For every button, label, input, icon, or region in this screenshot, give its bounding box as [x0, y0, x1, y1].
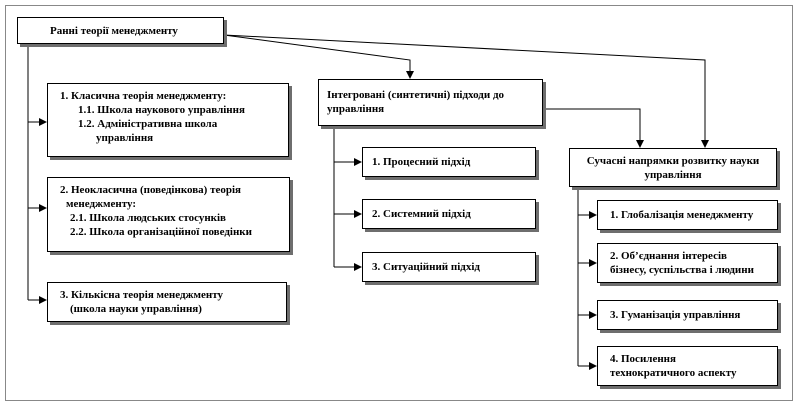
technocratic-line-2: технократичного аспекту: [610, 367, 737, 379]
globalization-label: 1. Глобалізація менеджменту: [610, 209, 754, 221]
modern-title-line-1: Сучасні напрямки розвитку науки: [586, 155, 760, 167]
globalization-box: 1. Глобалізація менеджменту: [597, 200, 778, 230]
interest-union-line-2: бізнесу, суспільства і людини: [610, 264, 754, 276]
neoclassical-line-1: 2. Неокласична (поведінкова) теорія: [60, 184, 242, 196]
interest-union-box: 2. Об’єднання інтересів бізнесу, суспіль…: [597, 243, 778, 283]
root-box: Ранні теорії менеджменту: [17, 17, 224, 44]
integrated-title-line-2: управління: [327, 103, 385, 115]
classical-theory-box: 1. Класична теорія менеджменту: 1.1. Шко…: [47, 83, 289, 157]
quantitative-theory-box: 3. Кількісна теорія менеджменту (школа н…: [47, 282, 287, 322]
diagram-frame: [5, 5, 793, 401]
neoclassical-line-2: менеджменту:: [66, 198, 136, 210]
process-approach-box: 1. Процесний підхід: [362, 147, 536, 177]
humanization-box: 3. Гуманізація управління: [597, 300, 778, 330]
technocratic-line-1: 4. Посилення: [610, 353, 676, 365]
arrow-root-to-modern: [223, 34, 709, 148]
arrow-root-to-integrated: [223, 34, 414, 79]
classical-line-4: управління: [96, 132, 154, 144]
modern-title-line-2: управління: [644, 169, 702, 181]
humanization-label: 3. Гуманізація управління: [610, 309, 741, 321]
root-title: Ранні теорії менеджменту: [50, 25, 178, 37]
classical-line-3: 1.2. Адміністративна школа: [78, 118, 218, 130]
neoclassical-theory-box: 2. Неокласична (поведінкова) теорія мене…: [47, 177, 290, 252]
system-approach-label: 2. Системний підхід: [372, 208, 471, 220]
integrated-title-line-1: Інтегровані (синтетичні) підходи до: [327, 89, 505, 101]
situational-approach-box: 3. Ситуаційний підхід: [362, 252, 536, 282]
neoclassical-line-3: 2.1. Школа людських стосунків: [70, 212, 226, 224]
neoclassical-line-4: 2.2. Школа організаційної поведінки: [70, 226, 252, 238]
quantitative-line-1: 3. Кількісна теорія менеджменту: [60, 289, 224, 301]
process-approach-label: 1. Процесний підхід: [372, 156, 471, 168]
integrated-approaches-box: Інтегровані (синтетичні) підходи до упра…: [318, 79, 543, 126]
classical-line-2: 1.1. Школа наукового управління: [78, 104, 245, 116]
interest-union-line-1: 2. Об’єднання інтересів: [610, 250, 727, 262]
classical-line-1: 1. Класична теорія менеджменту:: [60, 90, 227, 102]
system-approach-box: 2. Системний підхід: [362, 199, 536, 229]
quantitative-line-2: (школа науки управління): [70, 303, 202, 315]
technocratic-box: 4. Посилення технократичного аспекту: [597, 346, 778, 386]
arrow-integrated-to-modern: [543, 108, 644, 148]
situational-approach-label: 3. Ситуаційний підхід: [372, 261, 480, 273]
modern-directions-box: Сучасні напрямки розвитку науки управлін…: [569, 148, 777, 187]
